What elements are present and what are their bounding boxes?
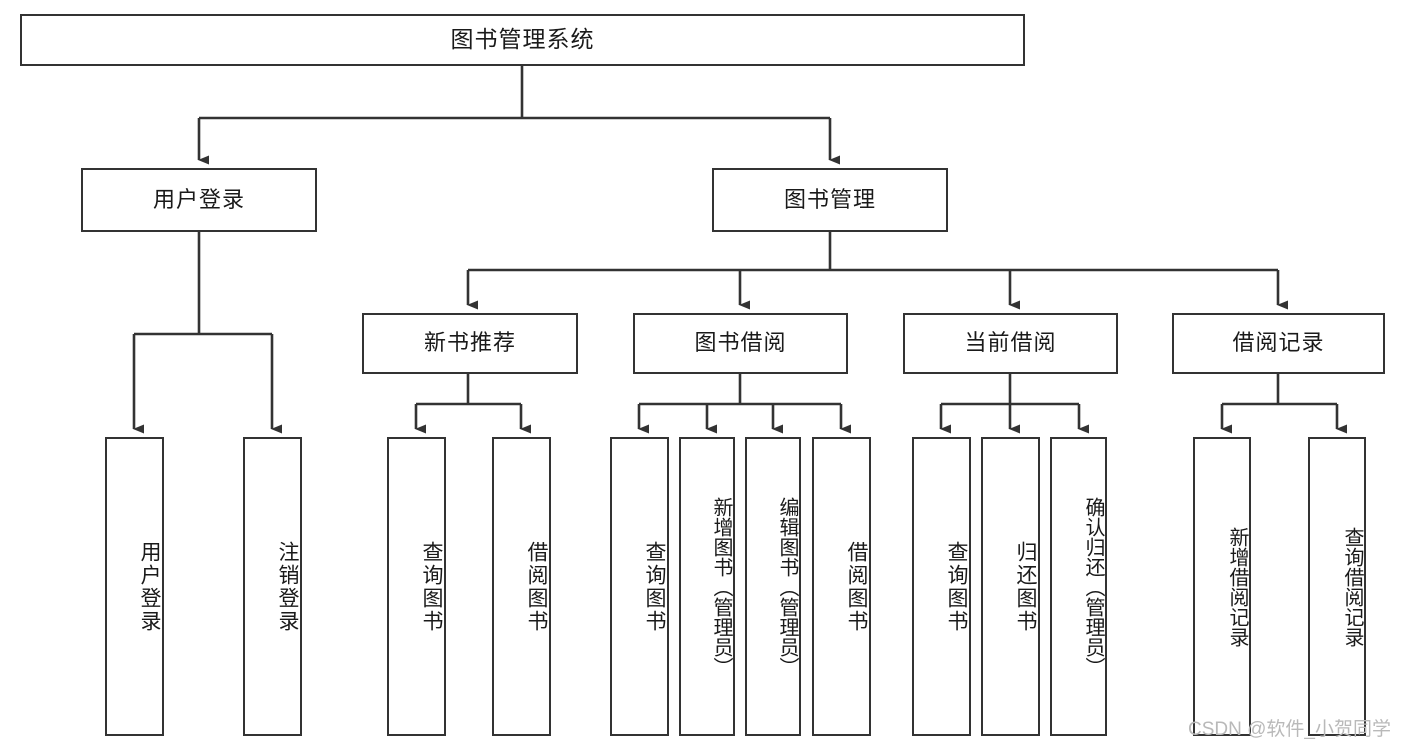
node-label: 查询图书 bbox=[643, 540, 666, 633]
node-label: 新书推荐 bbox=[423, 330, 516, 356]
node-label: 当前借阅 bbox=[964, 330, 1057, 356]
leaf-logout[interactable]: 注销登录 bbox=[243, 437, 302, 736]
node-label: 查询图书 bbox=[420, 540, 443, 633]
node-book-management[interactable]: 图书管理 bbox=[712, 168, 948, 232]
node-label: 图书管理 bbox=[783, 186, 876, 212]
node-label: 查询图书 bbox=[945, 540, 968, 633]
csdn-watermark: CSDN @软件_小贺同学 bbox=[1188, 719, 1391, 740]
node-label: 编辑图书（管理员） bbox=[776, 496, 798, 677]
node-label: 查询借阅记录 bbox=[1341, 526, 1363, 647]
leaf-return-book[interactable]: 归还图书 bbox=[981, 437, 1040, 736]
node-user-login[interactable]: 用户登录 bbox=[81, 168, 317, 232]
node-label: 借阅记录 bbox=[1232, 330, 1325, 356]
node-label: 借阅图书 bbox=[525, 540, 548, 633]
node-label: 用户登录 bbox=[152, 186, 245, 212]
leaf-query-book-newbook[interactable]: 查询图书 bbox=[387, 437, 446, 736]
node-label: 归还图书 bbox=[1014, 540, 1037, 633]
leaf-confirm-return-admin[interactable]: 确认归还（管理员） bbox=[1050, 437, 1107, 736]
node-borrow-record[interactable]: 借阅记录 bbox=[1172, 313, 1385, 374]
node-root-book-management-system[interactable]: 图书管理系统 bbox=[20, 14, 1025, 66]
node-label: 用户登录 bbox=[138, 540, 161, 633]
leaf-borrow-book[interactable]: 借阅图书 bbox=[812, 437, 871, 736]
node-label: 图书借阅 bbox=[694, 330, 787, 356]
leaf-query-book-current[interactable]: 查询图书 bbox=[912, 437, 971, 736]
leaf-edit-book-admin[interactable]: 编辑图书（管理员） bbox=[745, 437, 801, 736]
node-label: 确认归还（管理员） bbox=[1082, 496, 1104, 677]
node-label: 新增图书（管理员） bbox=[710, 496, 732, 677]
node-new-book-recommend[interactable]: 新书推荐 bbox=[362, 313, 578, 374]
leaf-add-borrow-record[interactable]: 新增借阅记录 bbox=[1193, 437, 1251, 736]
leaf-user-login[interactable]: 用户登录 bbox=[105, 437, 164, 736]
leaf-query-borrow-record[interactable]: 查询借阅记录 bbox=[1308, 437, 1366, 736]
leaf-borrow-book-newbook[interactable]: 借阅图书 bbox=[492, 437, 551, 736]
node-label: 借阅图书 bbox=[845, 540, 868, 633]
node-label: 新增借阅记录 bbox=[1226, 526, 1248, 647]
node-label: 注销登录 bbox=[276, 540, 299, 633]
node-label: 图书管理系统 bbox=[450, 26, 595, 53]
node-current-borrow[interactable]: 当前借阅 bbox=[903, 313, 1118, 374]
leaf-add-book-admin[interactable]: 新增图书（管理员） bbox=[679, 437, 735, 736]
node-book-borrow[interactable]: 图书借阅 bbox=[633, 313, 848, 374]
leaf-query-book-borrow[interactable]: 查询图书 bbox=[610, 437, 669, 736]
